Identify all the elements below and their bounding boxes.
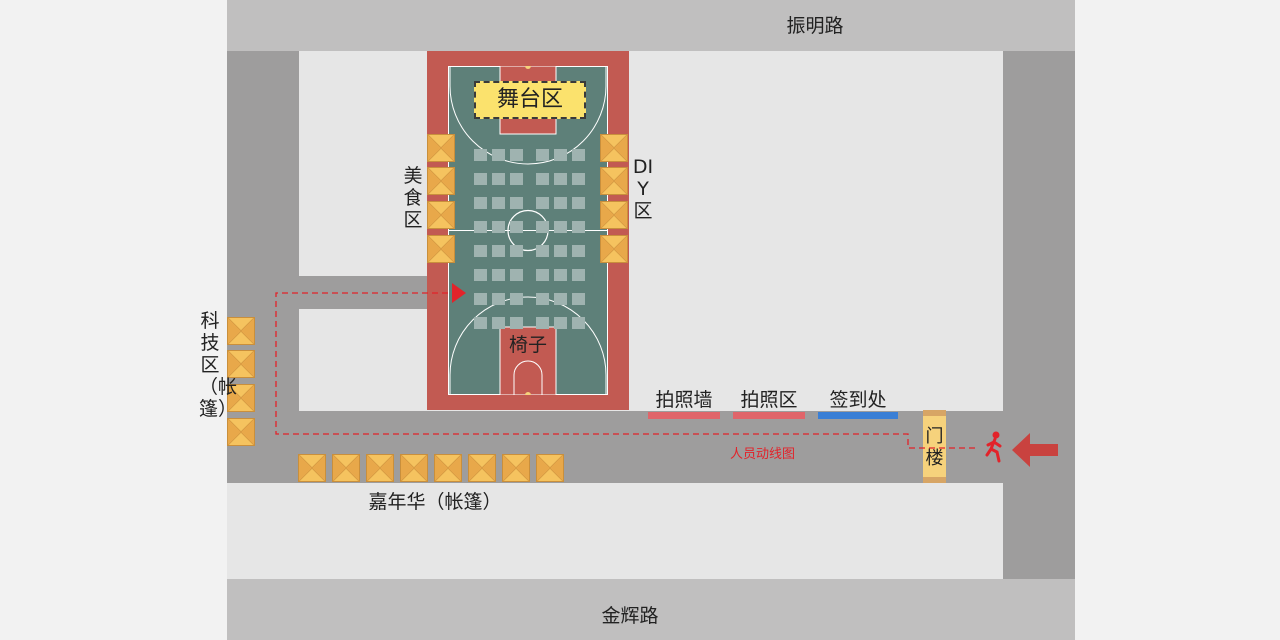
- chair: [536, 293, 549, 305]
- checkin-label: 签到处: [829, 389, 887, 411]
- chair: [510, 245, 523, 257]
- tent-icon: [427, 201, 455, 229]
- chair: [554, 173, 567, 185]
- chair: [536, 221, 549, 233]
- chair: [536, 173, 549, 185]
- route-label: 人员动线图: [730, 447, 796, 462]
- chair: [554, 269, 567, 281]
- road-south-label: 金辉路: [601, 605, 659, 627]
- gate-label: 门楼: [925, 426, 944, 469]
- chair: [510, 293, 523, 305]
- pedestrian-icon: [985, 431, 1002, 463]
- chair: [474, 293, 487, 305]
- chair: [474, 269, 487, 281]
- photo-area-bar: [733, 412, 805, 419]
- chair: [492, 293, 505, 305]
- tent-icon: [468, 454, 496, 482]
- chair: [572, 221, 585, 233]
- tent-icon: [600, 201, 628, 229]
- chair: [536, 269, 549, 281]
- seating-grid: [474, 149, 588, 329]
- tent-icon: [332, 454, 360, 482]
- tent-icon: [600, 235, 628, 263]
- road-south: [227, 579, 1075, 640]
- chair: [474, 197, 487, 209]
- chair: [492, 149, 505, 161]
- road-north-label: 振明路: [786, 15, 844, 37]
- tent-icon: [600, 167, 628, 195]
- chair: [474, 173, 487, 185]
- chair: [492, 245, 505, 257]
- tent-icon: [427, 235, 455, 263]
- chair: [492, 269, 505, 281]
- chair: [536, 197, 549, 209]
- road-east: [1003, 51, 1075, 579]
- tent-icon: [227, 384, 255, 412]
- food-zone-label: 美食区: [403, 165, 423, 231]
- photo-wall-bar: [648, 412, 720, 419]
- tent-icon: [600, 134, 628, 162]
- tent-icon: [366, 454, 394, 482]
- chairs-label: 椅子: [508, 334, 547, 356]
- chair: [492, 173, 505, 185]
- map-background: [227, 0, 1075, 640]
- diy-zone-label: DIY区: [632, 156, 654, 222]
- chair: [554, 149, 567, 161]
- chair: [492, 221, 505, 233]
- stage-area: 舞台区: [474, 81, 586, 119]
- gate: 门楼: [923, 410, 946, 483]
- tent-icon: [400, 454, 428, 482]
- carnival-zone-label: 嘉年华（帐篷）: [368, 491, 502, 513]
- checkin-bar: [818, 412, 898, 419]
- tent-icon: [502, 454, 530, 482]
- photo-wall-label: 拍照墙: [655, 389, 713, 411]
- chair: [572, 173, 585, 185]
- tent-icon: [427, 167, 455, 195]
- chair: [510, 221, 523, 233]
- chair: [572, 317, 585, 329]
- tent-icon: [227, 317, 255, 345]
- chair: [510, 173, 523, 185]
- chair: [536, 149, 549, 161]
- chair: [572, 245, 585, 257]
- chair: [510, 317, 523, 329]
- chair: [572, 269, 585, 281]
- chair: [492, 317, 505, 329]
- tent-icon: [298, 454, 326, 482]
- chair: [554, 293, 567, 305]
- chair: [554, 221, 567, 233]
- chair: [510, 269, 523, 281]
- chair: [474, 317, 487, 329]
- chair: [492, 197, 505, 209]
- chair: [510, 197, 523, 209]
- tent-icon: [536, 454, 564, 482]
- chair: [474, 149, 487, 161]
- chair: [536, 245, 549, 257]
- chair: [474, 245, 487, 257]
- tent-icon: [227, 350, 255, 378]
- chair: [554, 245, 567, 257]
- entry-arrow-icon: [1012, 433, 1058, 467]
- photo-area-label: 拍照区: [740, 389, 798, 411]
- chair: [554, 197, 567, 209]
- tent-icon: [427, 134, 455, 162]
- chair: [536, 317, 549, 329]
- tent-icon: [227, 418, 255, 446]
- chair: [474, 221, 487, 233]
- chair: [554, 317, 567, 329]
- tent-icon: [434, 454, 462, 482]
- chair: [572, 197, 585, 209]
- road-north: [227, 0, 1075, 51]
- chair: [572, 293, 585, 305]
- chair: [510, 149, 523, 161]
- chair: [572, 149, 585, 161]
